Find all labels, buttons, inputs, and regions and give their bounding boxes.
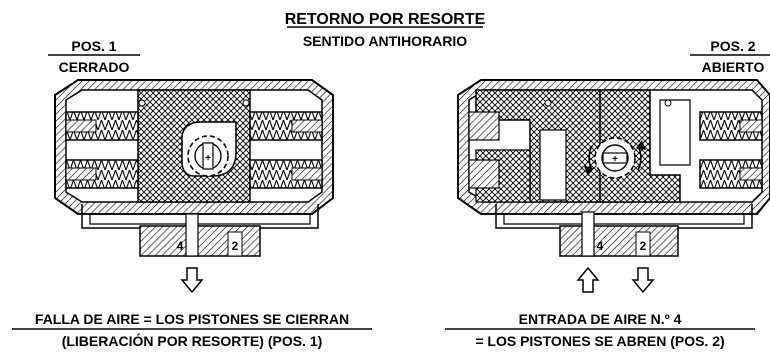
svg-text:+: + bbox=[612, 154, 618, 165]
left-caption-line2: (LIBERACIÓN POR RESORTE) (POS. 1) bbox=[62, 332, 323, 349]
arrow-down-icon bbox=[631, 267, 655, 294]
right-port-4-label: 4 bbox=[597, 239, 604, 253]
left-actuator: + 4 2 bbox=[54, 79, 334, 257]
right-position-label: POS. 2 bbox=[710, 38, 755, 54]
right-state-label: ABIERTO bbox=[702, 59, 765, 75]
left-port-4-label: 4 bbox=[177, 239, 184, 253]
arrow-down-icon bbox=[180, 267, 204, 294]
right-actuator: + 4 2 bbox=[457, 79, 770, 257]
arrow-up-icon bbox=[576, 266, 600, 293]
right-port-2-label: 2 bbox=[640, 239, 647, 253]
left-state-label: CERRADO bbox=[59, 59, 130, 75]
svg-text:+: + bbox=[205, 153, 211, 164]
page-subtitle: SENTIDO ANTIHORARIO bbox=[303, 33, 467, 49]
page-title: RETORNO POR RESORTE bbox=[285, 11, 486, 28]
left-position-label: POS. 1 bbox=[71, 38, 116, 54]
right-caption-line2: = LOS PISTONES SE ABREN (POS. 2) bbox=[475, 333, 724, 349]
right-caption-line1: ENTRADA DE AIRE N.º 4 bbox=[519, 311, 682, 327]
left-caption-line1: FALLA DE AIRE = LOS PISTONES SE CIERRAN bbox=[35, 311, 349, 327]
rotation-arrows-icon bbox=[584, 140, 646, 176]
left-port-2-label: 2 bbox=[232, 239, 239, 253]
